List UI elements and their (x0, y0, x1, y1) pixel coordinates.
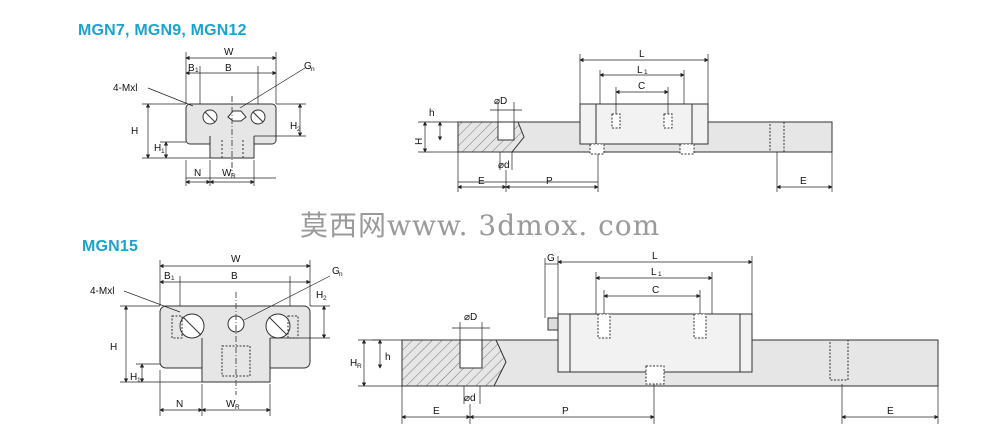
dim-wr: W (222, 168, 232, 179)
dim-b1: B (188, 63, 195, 74)
dim-phi-d-lower: ⌀d (498, 160, 510, 171)
dim-h2-large-sub: 2 (323, 295, 327, 302)
dim-l1: L (637, 65, 643, 76)
dim-b: B (225, 63, 232, 74)
side-view-large-dimensions (358, 256, 939, 424)
dim-h-small: h (429, 108, 435, 119)
dim-l1-sub: 1 (644, 69, 648, 76)
dim-gn-large-sub: n (339, 271, 343, 278)
front-view-large (159, 292, 311, 395)
dim-n: N (194, 168, 201, 179)
section-title-mgn15: MGN15 (82, 238, 139, 255)
side-view-small (457, 103, 833, 155)
side-view-small-dimensions (418, 54, 833, 192)
dim-phi-d-upper: ⌀D (494, 96, 507, 107)
dim-gn: G (304, 61, 312, 72)
dim-b1-large: B (164, 271, 171, 282)
dim-h2-large: H (316, 290, 323, 301)
dim-wr-large-sub: R (235, 404, 240, 411)
side-view-large-labels: G L L 1 C ⌀D h H R ⌀d E P E (350, 251, 894, 417)
dim-h2-sub: 2 (297, 126, 301, 133)
dim-l: L (639, 49, 645, 60)
dim-e-right-large: E (887, 406, 894, 417)
dim-h2: H (290, 121, 297, 132)
dim-p: P (546, 176, 553, 187)
dim-h-small-large: h (385, 352, 391, 363)
dim-phi-d-lower-large: ⌀d (464, 393, 476, 404)
dim-h-large: H (110, 342, 117, 353)
dim-c: C (638, 81, 645, 92)
dim-b1-large-sub: 1 (171, 275, 175, 282)
dim-p-large: P (562, 406, 569, 417)
dim-b-large: B (231, 271, 238, 282)
watermark-text: 莫西网www. 3dmox. com (300, 209, 661, 242)
dim-e-left-large: E (433, 406, 440, 417)
dim-w-large: W (231, 254, 241, 265)
front-view-small-dimensions (142, 52, 306, 186)
dim-e-right: E (800, 176, 807, 187)
dim-c-large: C (652, 285, 659, 296)
dim-gn-sub: n (311, 66, 315, 73)
dim-phi-d-upper-large: ⌀D (464, 312, 477, 323)
dim-wr-sub: R (231, 173, 236, 180)
dim-n-large: N (176, 399, 183, 410)
front-view-small-labels: W B 1 B G n 4-Mxl H H 1 H 2 N W R (113, 47, 315, 180)
dim-wr-large: W (226, 399, 236, 410)
front-view-small (185, 96, 277, 175)
dim-4mxl-large: 4-Mxl (90, 286, 114, 297)
dim-hr: H (414, 138, 425, 145)
dim-l1-large: L (651, 267, 657, 278)
side-view-large (401, 313, 939, 387)
front-view-large-dimensions (120, 260, 331, 416)
front-view-large-labels: W B 1 B G n 4-Mxl H H 1 H 2 N W R (90, 254, 343, 411)
dim-4mxl: 4-Mxl (113, 83, 137, 94)
dim-h1: H (154, 143, 161, 154)
dim-w: W (224, 47, 234, 58)
side-view-small-labels: L L 1 C ⌀D h H ⌀d E P E (414, 49, 807, 187)
dim-g: G (547, 253, 555, 264)
dim-h1-sub: 1 (161, 148, 165, 155)
dim-gn-large: G (332, 266, 340, 277)
dim-h1-large-sub: 1 (137, 377, 141, 384)
dim-h: H (131, 126, 138, 137)
dim-h1-large: H (130, 372, 137, 383)
dim-e-left: E (478, 176, 485, 187)
dim-b1-sub: 1 (195, 67, 199, 74)
dim-hr-large: H (350, 358, 357, 369)
dim-l1-large-sub: 1 (658, 271, 662, 278)
dim-hr-large-sub: R (357, 363, 362, 370)
dim-l-large: L (652, 251, 658, 262)
section-title-mgn7-9-12: MGN7, MGN9, MGN12 (78, 22, 247, 39)
